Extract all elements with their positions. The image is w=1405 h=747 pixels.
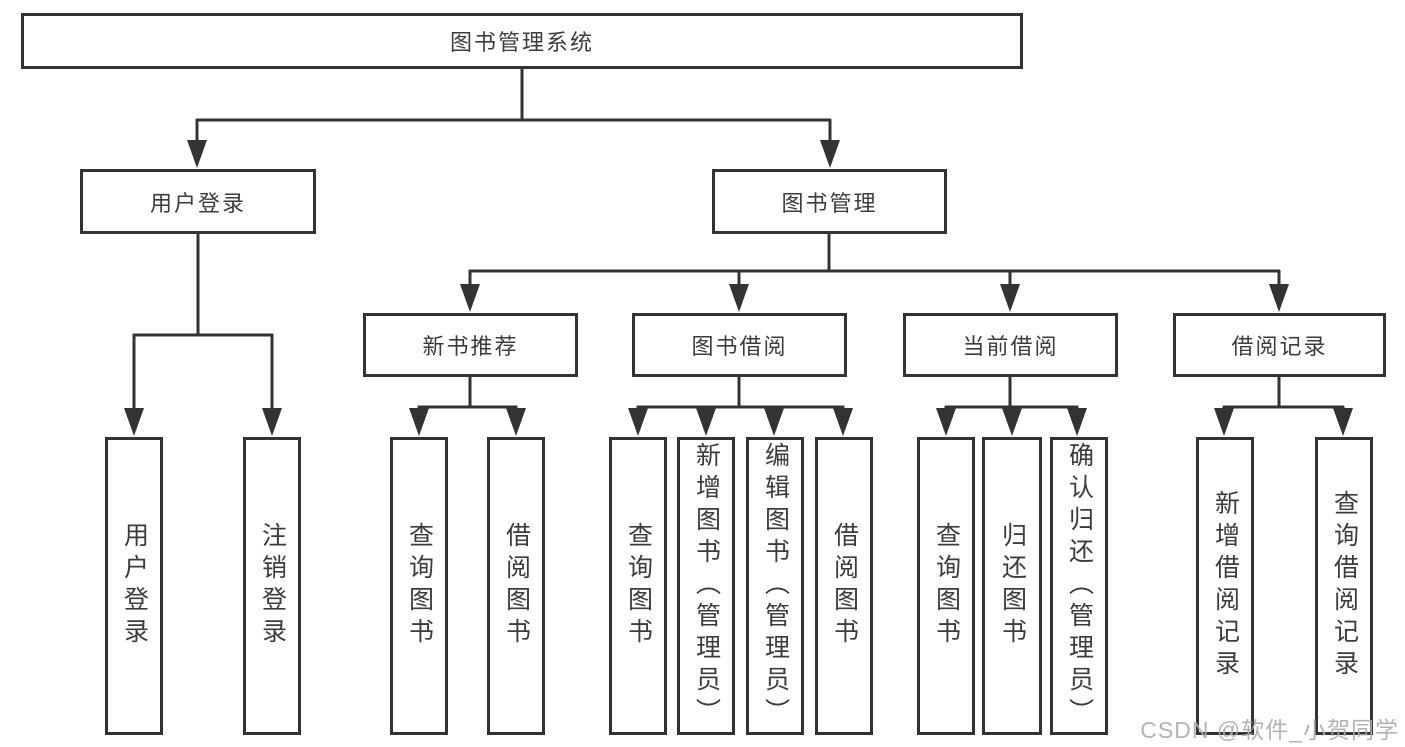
node-book-borrow-label: 图书借阅 bbox=[691, 334, 788, 359]
node-borrow-record-label: 借阅记录 bbox=[1231, 334, 1328, 359]
node-new-book-recommend: 新书推荐 bbox=[363, 313, 578, 377]
leaf-query-books-recommend-label: 查询图书 bbox=[405, 522, 434, 650]
leaf-add-book-admin: 新增图书（管理员） bbox=[677, 437, 735, 735]
connector-new-book-to-leaves bbox=[409, 377, 526, 436]
node-book-management: 图书管理 bbox=[712, 169, 947, 234]
leaf-query-books-borrow-label: 查询图书 bbox=[624, 522, 653, 650]
csdn-watermark: CSDN @软件_小贺同学 bbox=[1140, 717, 1399, 743]
leaf-confirm-return-admin-label: 确认归还（管理员） bbox=[1065, 442, 1094, 730]
leaf-query-books-recommend: 查询图书 bbox=[390, 437, 448, 735]
node-current-borrow-label: 当前借阅 bbox=[962, 334, 1059, 359]
leaf-add-borrow-record: 新增借阅记录 bbox=[1196, 437, 1254, 735]
leaf-user-login: 用户登录 bbox=[105, 437, 163, 735]
node-user-login: 用户登录 bbox=[80, 169, 316, 234]
node-new-book-recommend-label: 新书推荐 bbox=[422, 334, 519, 359]
connector-book-borrow-to-leaves bbox=[628, 377, 853, 436]
connector-user-login-to-leaves bbox=[124, 234, 282, 436]
leaf-add-borrow-record-label: 新增借阅记录 bbox=[1211, 490, 1240, 682]
leaf-borrow-books-recommend: 借阅图书 bbox=[487, 437, 545, 735]
leaf-borrow-books-recommend-label: 借阅图书 bbox=[502, 522, 531, 650]
node-book-borrow: 图书借阅 bbox=[632, 313, 847, 377]
leaf-user-login-label: 用户登录 bbox=[120, 522, 149, 650]
node-borrow-record: 借阅记录 bbox=[1173, 313, 1386, 377]
node-root-label: 图书管理系统 bbox=[449, 30, 594, 55]
leaf-borrow-books: 借阅图书 bbox=[815, 437, 873, 735]
leaf-add-book-admin-label: 新增图书（管理员） bbox=[692, 442, 721, 730]
leaf-query-borrow-record-label: 查询借阅记录 bbox=[1330, 490, 1359, 682]
leaf-edit-book-admin: 编辑图书（管理员） bbox=[746, 437, 804, 735]
leaf-borrow-books-label: 借阅图书 bbox=[830, 522, 859, 650]
leaf-query-borrow-record: 查询借阅记录 bbox=[1315, 437, 1373, 735]
connector-book-management-to-level3 bbox=[460, 234, 1289, 312]
leaf-confirm-return-admin: 确认归还（管理员） bbox=[1050, 437, 1108, 735]
leaf-query-books-current-label: 查询图书 bbox=[932, 522, 961, 650]
leaf-return-book-label: 归还图书 bbox=[998, 522, 1027, 650]
node-root: 图书管理系统 bbox=[21, 13, 1023, 69]
node-current-borrow: 当前借阅 bbox=[903, 313, 1118, 377]
leaf-edit-book-admin-label: 编辑图书（管理员） bbox=[761, 442, 790, 730]
leaf-return-book: 归还图书 bbox=[982, 437, 1042, 735]
connector-current-borrow-to-leaves bbox=[936, 377, 1087, 436]
node-book-management-label: 图书管理 bbox=[781, 190, 878, 216]
connector-root-to-level2 bbox=[187, 69, 840, 168]
connector-borrow-record-to-leaves bbox=[1214, 377, 1353, 436]
leaf-query-books-borrow: 查询图书 bbox=[609, 437, 667, 735]
leaf-query-books-current: 查询图书 bbox=[917, 437, 975, 735]
leaf-logout: 注销登录 bbox=[243, 437, 301, 735]
leaf-logout-label: 注销登录 bbox=[258, 522, 287, 650]
node-user-login-label: 用户登录 bbox=[149, 190, 246, 216]
